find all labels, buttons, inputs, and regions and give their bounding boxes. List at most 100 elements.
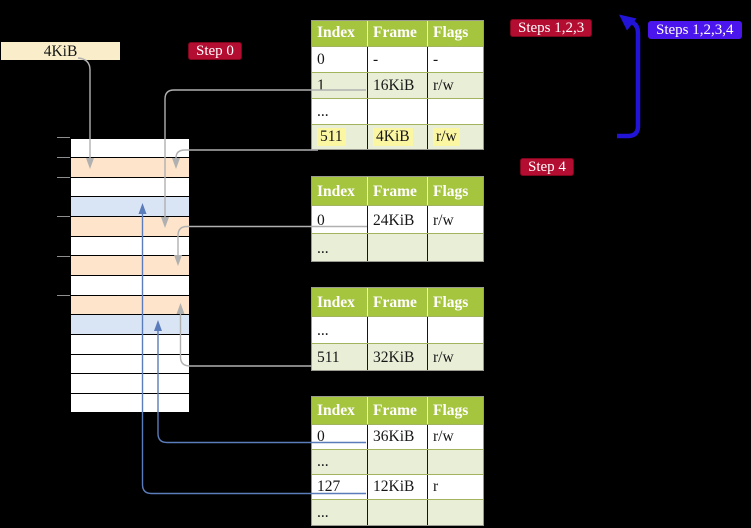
table-cell: 511 [317,349,340,366]
memory-frame-44kib [70,353,190,375]
table-cell: ... [317,103,329,120]
table-cell: r/w [427,125,483,149]
table-cell [427,500,483,525]
table-cell: r/w [427,206,483,233]
badge-steps-1-2-3-4: Steps 1,2,3,4 [648,21,742,39]
table-header-cell: Index [317,183,355,200]
memory-frame-36kib [70,314,190,335]
table-cell: - [427,47,483,72]
table-cell: 4KiB [367,125,427,149]
address-tick [57,137,70,139]
memory-frame-28kib [70,275,190,296]
table-cell: 127 [317,478,341,495]
table-row: ... [312,449,483,474]
table-cell: ... [317,322,329,339]
table-cell: ... [317,504,329,521]
memory-frame-20kib [70,235,190,257]
table-cell: ... [317,453,329,470]
table-cell [427,317,483,343]
table-cell: ... [317,240,329,257]
table-cell [367,234,427,261]
address-tick [57,255,70,257]
table-header-cell: Flags [427,397,483,424]
table-row: ... [312,316,483,343]
badge-steps-1-2-3: Steps 1,2,3 [510,19,593,37]
table-cell [367,500,427,525]
table-header-cell: Flags [427,21,483,46]
highlighted-value: r/w [433,128,460,146]
table-cell [367,450,427,474]
table-cell: 36KiB [367,425,427,449]
memory-frame-24kib [70,255,190,276]
steps-loop-arrowhead [619,14,637,31]
table-cell [427,450,483,474]
table-cell: 0 [317,428,325,445]
table-row: ... [312,499,483,525]
address-tick [57,157,70,159]
table-cell: 0 [317,51,325,68]
memory-frame-16kib [70,216,190,237]
table-cell: r [427,475,483,499]
memory-frame-12kib [70,196,190,218]
table-header-cell: Frame [367,397,427,424]
address-tick [57,216,70,218]
table-cell: 0 [317,212,325,229]
address-tick [57,295,70,297]
address-tick [57,176,70,178]
memory-frame-4kib [70,157,190,178]
table-header-cell: Index [317,294,355,311]
table-row: 511 4KiB r/w [312,124,483,149]
table-row: 0 -- [312,46,483,72]
badge-step4: Step 4 [520,158,574,176]
highlighted-value: 511 [317,128,346,146]
table-header-cell: Frame [367,177,427,205]
table-cell: r/w [427,73,483,98]
badge-step0: Step 0 [188,42,242,60]
table-cell [367,317,427,343]
table-row: ... [312,98,483,124]
table-cell: 16KiB [367,73,427,98]
table-cell [427,234,483,261]
table-header-cell: Frame [367,288,427,316]
memory-frame-0kib [70,137,190,159]
table-cell: r/w [427,425,483,449]
table-cell: 1 [317,77,325,94]
table-header-cell: Flags [427,177,483,205]
highlighted-value: 4KiB [373,128,413,146]
table-cell [427,99,483,124]
memory-frame-32kib [70,294,190,316]
table-cell [367,99,427,124]
table-header-cell: Flags [427,288,483,316]
table-cell: - [367,47,427,72]
connector-24kib-row511-to-32kib [179,313,312,367]
connector-root-row511-to-4kib [175,149,318,159]
table-header-cell: Index [317,24,355,41]
steps-loop-arrow [617,19,641,139]
table-cell: 32KiB [367,344,427,370]
table-cell: 24KiB [367,206,427,233]
memory-frame-52kib [70,392,190,414]
memory-frame-48kib [70,373,190,394]
table-cell: 12KiB [367,475,427,499]
memory-frame-40kib [70,333,190,355]
page-size-label: 4KiB [1,42,120,60]
table-cell: r/w [427,344,483,370]
memory-frame-8kib [70,176,190,198]
table-row: ... [312,233,483,261]
table-header-cell: Frame [367,21,427,46]
table-header-cell: Index [317,402,355,419]
